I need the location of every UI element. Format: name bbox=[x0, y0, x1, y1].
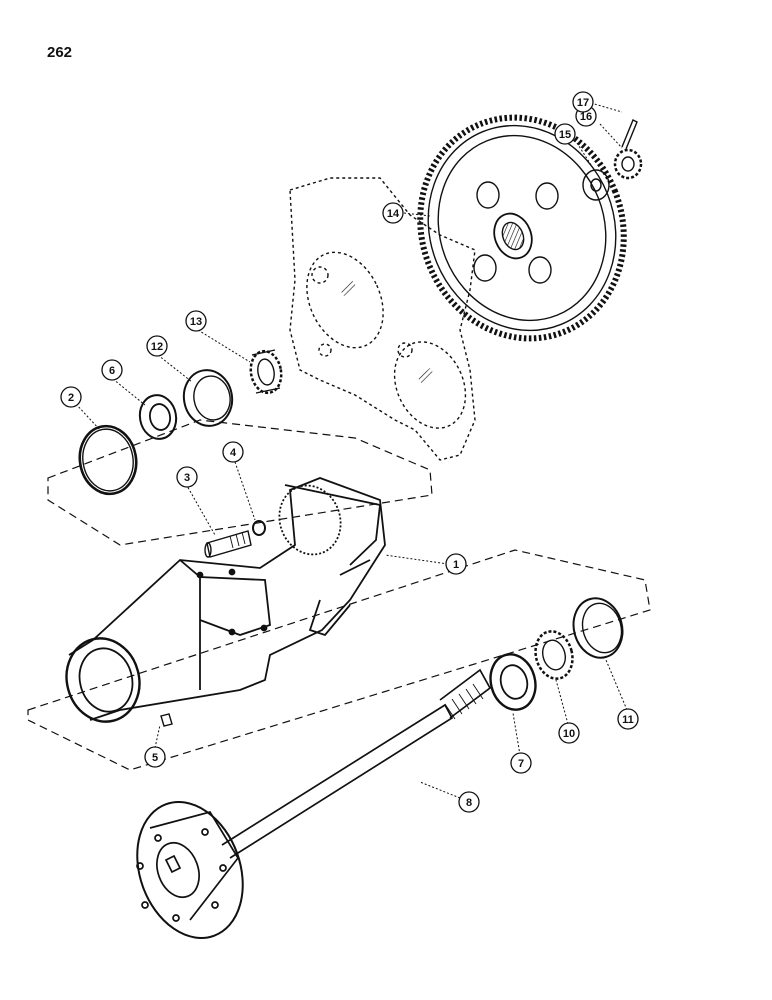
callout-5: 5 bbox=[144, 746, 166, 768]
callout-label: 12 bbox=[151, 341, 163, 353]
castle-nut bbox=[613, 148, 643, 180]
lock-washer bbox=[252, 520, 266, 536]
callout-label: 1 bbox=[453, 559, 459, 571]
callout-13: 13 bbox=[185, 310, 207, 332]
callout-label: 7 bbox=[518, 758, 524, 770]
axle-housing bbox=[65, 477, 386, 723]
callout-11: 11 bbox=[617, 708, 639, 730]
callout-label: 3 bbox=[184, 472, 190, 484]
callout-label: 6 bbox=[109, 365, 115, 377]
callout-label: 10 bbox=[563, 728, 575, 740]
callout-3: 3 bbox=[176, 466, 198, 488]
callout-label: 11 bbox=[622, 714, 634, 726]
callout-8: 8 bbox=[458, 791, 480, 813]
callout-1: 1 bbox=[445, 553, 467, 575]
large-gear bbox=[417, 114, 627, 342]
callout-4: 4 bbox=[222, 441, 244, 463]
plug bbox=[160, 713, 173, 727]
callout-10: 10 bbox=[558, 722, 580, 744]
callout-label: 17 bbox=[577, 97, 589, 109]
callout-label: 4 bbox=[230, 447, 237, 459]
callout-6: 6 bbox=[101, 359, 123, 381]
callout-label: 8 bbox=[466, 797, 472, 809]
bolt bbox=[204, 530, 252, 558]
axle-bearing-cup bbox=[572, 597, 624, 659]
o-ring bbox=[78, 424, 138, 496]
cotter-pin bbox=[621, 119, 638, 150]
callout-2: 2 bbox=[60, 386, 82, 408]
callout-label: 5 bbox=[152, 752, 158, 764]
callout-label: 14 bbox=[387, 208, 400, 220]
callout-12: 12 bbox=[146, 335, 168, 357]
page-number: 262 bbox=[47, 44, 73, 61]
washer bbox=[582, 169, 610, 201]
axle-shaft bbox=[136, 668, 492, 939]
callout-label: 16 bbox=[580, 111, 592, 123]
callout-17: 17 bbox=[572, 91, 594, 113]
roller-bearing bbox=[249, 349, 283, 395]
axle-seal bbox=[489, 653, 537, 711]
bearing-cone bbox=[534, 630, 574, 680]
callout-7: 7 bbox=[510, 752, 532, 774]
callout-15: 15 bbox=[554, 123, 576, 145]
callout-label: 2 bbox=[68, 392, 74, 404]
bearing-cup bbox=[182, 369, 234, 427]
oil-seal bbox=[138, 394, 178, 440]
mounting-plate bbox=[289, 177, 476, 461]
leader-lines bbox=[75, 102, 628, 799]
callout-label: 13 bbox=[190, 316, 202, 328]
callout-label: 15 bbox=[559, 129, 571, 141]
callout-14: 14 bbox=[382, 202, 404, 224]
